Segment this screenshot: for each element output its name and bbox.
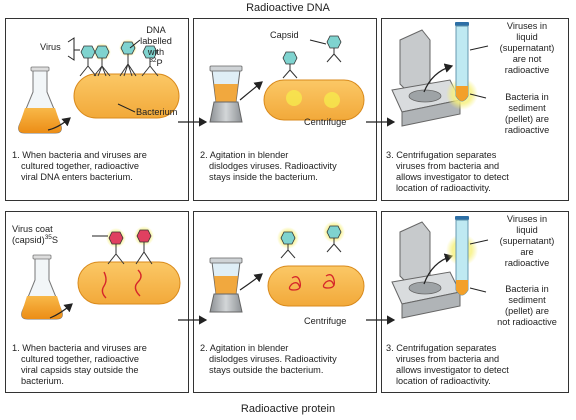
step3-caption: 3. Centrifugation separates viruses from…	[386, 343, 509, 386]
virus-icon	[141, 45, 159, 77]
centrifuge-icon	[391, 29, 461, 127]
virus-icon	[119, 39, 137, 77]
bacterium-label: Bacterium	[136, 107, 178, 117]
step1-caption: 1. When bacteria and viruses are culture…	[12, 343, 147, 386]
bacterium-shape	[263, 79, 365, 121]
step1-caption: 1. When bacteria and viruses are culture…	[12, 150, 147, 182]
blender-icon	[209, 65, 243, 123]
bacterium-shape	[73, 73, 180, 119]
virus-icon	[106, 228, 126, 265]
virus-coat-label: Virus coat (capsid)35S	[12, 224, 59, 245]
step3-caption: 3. Centrifugation separates viruses from…	[386, 150, 509, 193]
supernatant-label: Viruses in liquid (supernatant) are not …	[499, 21, 555, 75]
centrifuge-label: Centrifuge	[304, 117, 347, 127]
virus-icon	[79, 45, 97, 77]
step2-caption: 2. Agitation in blender dislodges viruse…	[200, 150, 337, 182]
title-radioactive-dna: Radioactive DNA	[246, 2, 330, 14]
centrifuge-icon	[391, 221, 461, 319]
virus-icon	[93, 43, 111, 77]
dna-label: DNA labelled with 32P	[140, 25, 172, 68]
bacterium-shape	[77, 261, 181, 305]
capsid-label: Capsid	[270, 30, 299, 40]
bracket-line	[67, 37, 75, 61]
flask-icon	[18, 66, 62, 134]
pointer-line	[129, 39, 141, 49]
supernatant-label: Viruses in liquid (supernatant) are radi…	[499, 214, 555, 268]
virus-icon	[323, 221, 345, 253]
virus-label: Virus	[40, 42, 61, 52]
test-tube-icon	[446, 22, 478, 110]
blender-icon	[209, 257, 243, 313]
pellet-label: Bacteria in sediment (pellet) are not ra…	[497, 284, 557, 327]
virus-icon	[134, 226, 154, 265]
flask-icon	[21, 254, 63, 320]
step2-caption: 2. Agitation in blender dislodges viruse…	[200, 343, 337, 375]
centrifuge-label: Centrifuge	[304, 316, 347, 326]
test-tube-icon	[446, 216, 478, 296]
pellet-label: Bacteria in sediment (pellet) are radioa…	[504, 92, 550, 135]
bacterium-shape	[267, 265, 365, 307]
virus-icon	[277, 227, 299, 259]
virus-icon	[326, 35, 342, 63]
virus-icon	[282, 51, 298, 79]
title-radioactive-protein: Radioactive protein	[240, 403, 336, 415]
